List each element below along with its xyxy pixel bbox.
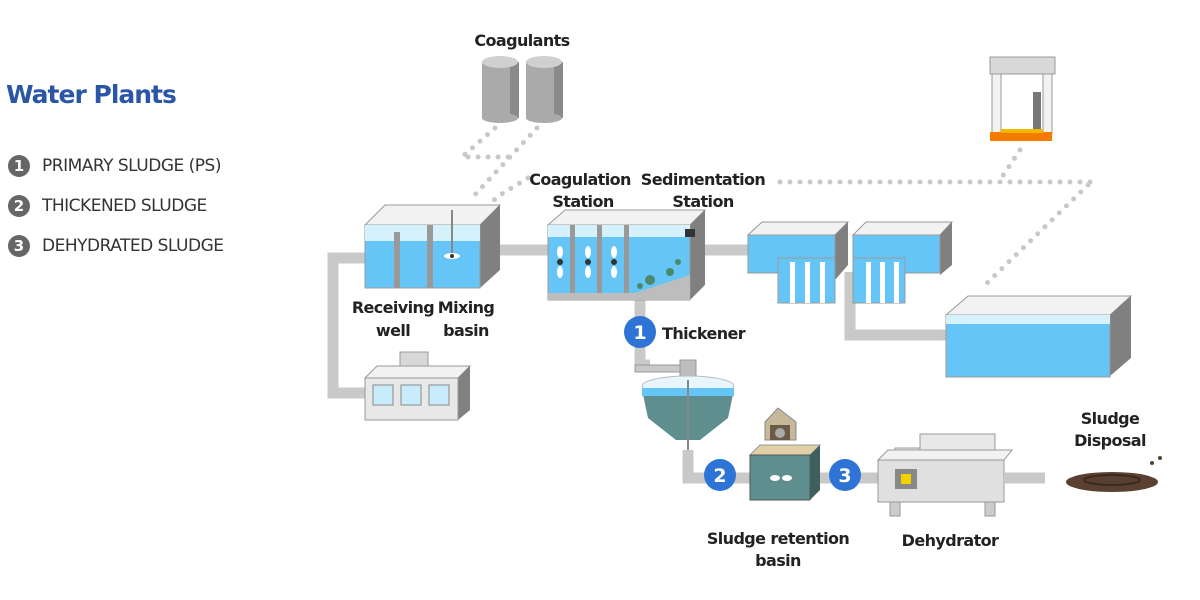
label-coagulation-line1: Coagulation <box>529 170 631 189</box>
legend-label: THICKENED SLUDGE <box>42 196 207 216</box>
legend-item-thickened-sludge: 2 THICKENED SLUDGE <box>8 186 224 226</box>
badge-1: 1 <box>624 316 656 348</box>
svg-text:3: 3 <box>838 465 851 487</box>
label-sedimentation-line2: Station <box>672 192 733 211</box>
legend-label: PRIMARY SLUDGE (PS) <box>42 156 221 176</box>
reservoir-icon <box>944 295 1133 378</box>
label-thickener: Thickener <box>662 324 746 343</box>
svg-text:1: 1 <box>633 322 646 344</box>
number-3-icon: 3 <box>8 235 30 257</box>
sludge-puddle-icon <box>1066 456 1162 492</box>
pipes <box>327 244 1045 484</box>
label-dehydrator: Dehydrator <box>902 531 999 550</box>
label-coagulants: Coagulants <box>474 31 569 50</box>
pump-building-icon <box>363 351 472 421</box>
legend-label: DEHYDRATED SLUDGE <box>42 236 224 256</box>
label-sedimentation-line1: Sedimentation <box>641 170 766 189</box>
sludge-retention-basin-icon <box>748 407 822 501</box>
legend: 1 PRIMARY SLUDGE (PS) 2 THICKENED SLUDGE… <box>8 146 224 266</box>
label-receiving-line1: Receiving <box>352 298 434 317</box>
badge-3: 3 <box>829 459 861 491</box>
label-coagulation-line2: Station <box>552 192 613 211</box>
label-mixing-line1: Mixing <box>438 298 495 317</box>
thickener-icon <box>634 359 735 450</box>
coagulant-tanks-icon <box>482 56 563 123</box>
dotted-feed-lines <box>455 125 1098 288</box>
label-disposal-line2: Disposal <box>1074 431 1146 450</box>
filter-basins-icon <box>746 221 954 304</box>
label-receiving-line2: well <box>376 321 410 340</box>
coagulation-sedimentation-tank-icon <box>546 209 707 301</box>
number-1-icon: 1 <box>8 155 30 177</box>
label-disposal-line1: Sludge <box>1081 409 1140 428</box>
badge-2: 2 <box>704 459 736 491</box>
label-retention-line1: Sludge retention <box>707 529 849 548</box>
receiving-mixing-basin-icon <box>363 204 502 289</box>
svg-text:2: 2 <box>713 465 726 487</box>
legend-item-dehydrated-sludge: 3 DEHYDRATED SLUDGE <box>8 226 224 266</box>
label-retention-line2: basin <box>755 551 801 570</box>
filter-press-icon <box>989 56 1056 141</box>
label-mixing-line2: basin <box>443 321 489 340</box>
legend-item-primary-sludge: 1 PRIMARY SLUDGE (PS) <box>8 146 224 186</box>
number-2-icon: 2 <box>8 195 30 217</box>
dehydrator-icon <box>876 433 1014 517</box>
page-title: Water Plants <box>6 80 177 109</box>
